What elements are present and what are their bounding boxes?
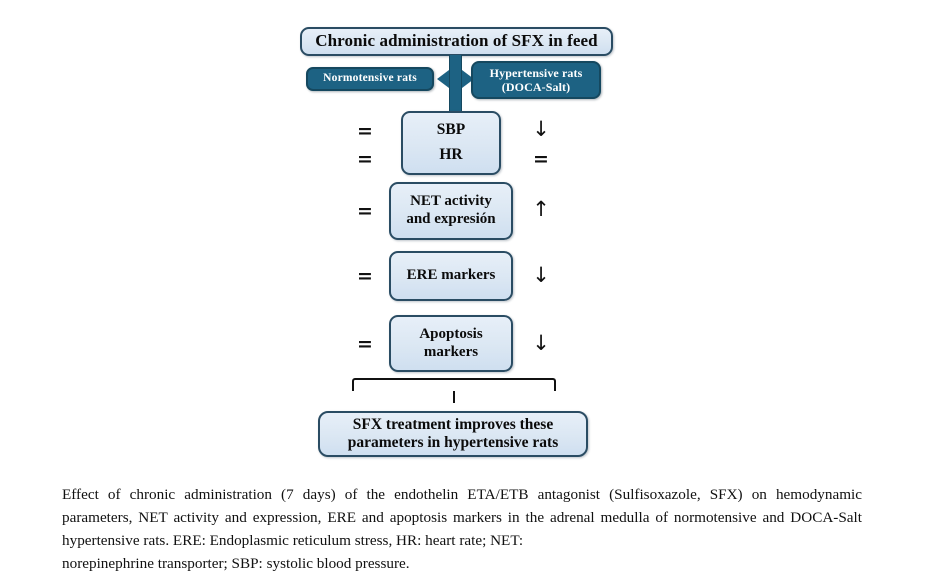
parameter-label-sbp: SBP [436, 121, 466, 139]
parameter-label-hr: HR [439, 146, 463, 164]
parameter-box-sbp-hr: SBP HR [401, 111, 501, 175]
effect-hypertensive-sbp: ↓ [532, 117, 550, 141]
effect-hypertensive-ere: ↓ [532, 263, 550, 287]
effect-normotensive-apoptosis: = [357, 333, 373, 355]
group-box-hypertensive: Hypertensive rats (DOCA-Salt) [471, 61, 601, 99]
effect-hypertensive-hr: = [533, 148, 549, 170]
group-box-normotensive: Normotensive rats [306, 67, 434, 91]
parameter-label-net-line2: and expresión [406, 211, 496, 227]
effect-normotensive-hr: = [357, 148, 373, 170]
conclusion-line2: parameters in hypertensive rats [347, 434, 559, 451]
parameter-label-net-line1: NET activity [410, 193, 492, 210]
summary-brace-stem [453, 391, 455, 403]
caption-last-line: norepinephrine transporter; SBP: systoli… [62, 555, 410, 573]
parameter-label-apoptosis-line2: markers [423, 343, 479, 360]
effect-normotensive-net: = [357, 200, 373, 222]
parameter-label-apoptosis-line1: Apoptosis [419, 325, 483, 342]
caption-paragraph: Effect of chronic administration (7 days… [62, 486, 862, 550]
effect-normotensive-ere: = [357, 265, 373, 287]
effect-hypertensive-net: ↑ [532, 197, 550, 221]
trunk-connector-bar [449, 55, 462, 112]
arrow-left-icon [437, 70, 449, 88]
effect-normotensive-sbp: = [357, 120, 373, 142]
group-label-hypertensive-line2: (DOCA-Salt) [501, 80, 571, 94]
conclusion-box: SFX treatment improves these parameters … [318, 411, 588, 457]
figure-caption: Effect of chronic administration (7 days… [62, 483, 862, 575]
parameter-box-apoptosis: Apoptosis markers [389, 315, 513, 372]
conclusion-line1: SFX treatment improves these [352, 415, 554, 433]
summary-brace [352, 378, 556, 391]
parameter-label-ere: ERE markers [406, 267, 496, 284]
group-label-hypertensive-line1: Hypertensive rats [489, 65, 583, 80]
effect-hypertensive-apoptosis: ↓ [532, 331, 550, 355]
parameter-box-net: NET activity and expresión [389, 182, 513, 240]
title-box: Chronic administration of SFX in feed [300, 27, 613, 56]
parameter-box-ere: ERE markers [389, 251, 513, 301]
